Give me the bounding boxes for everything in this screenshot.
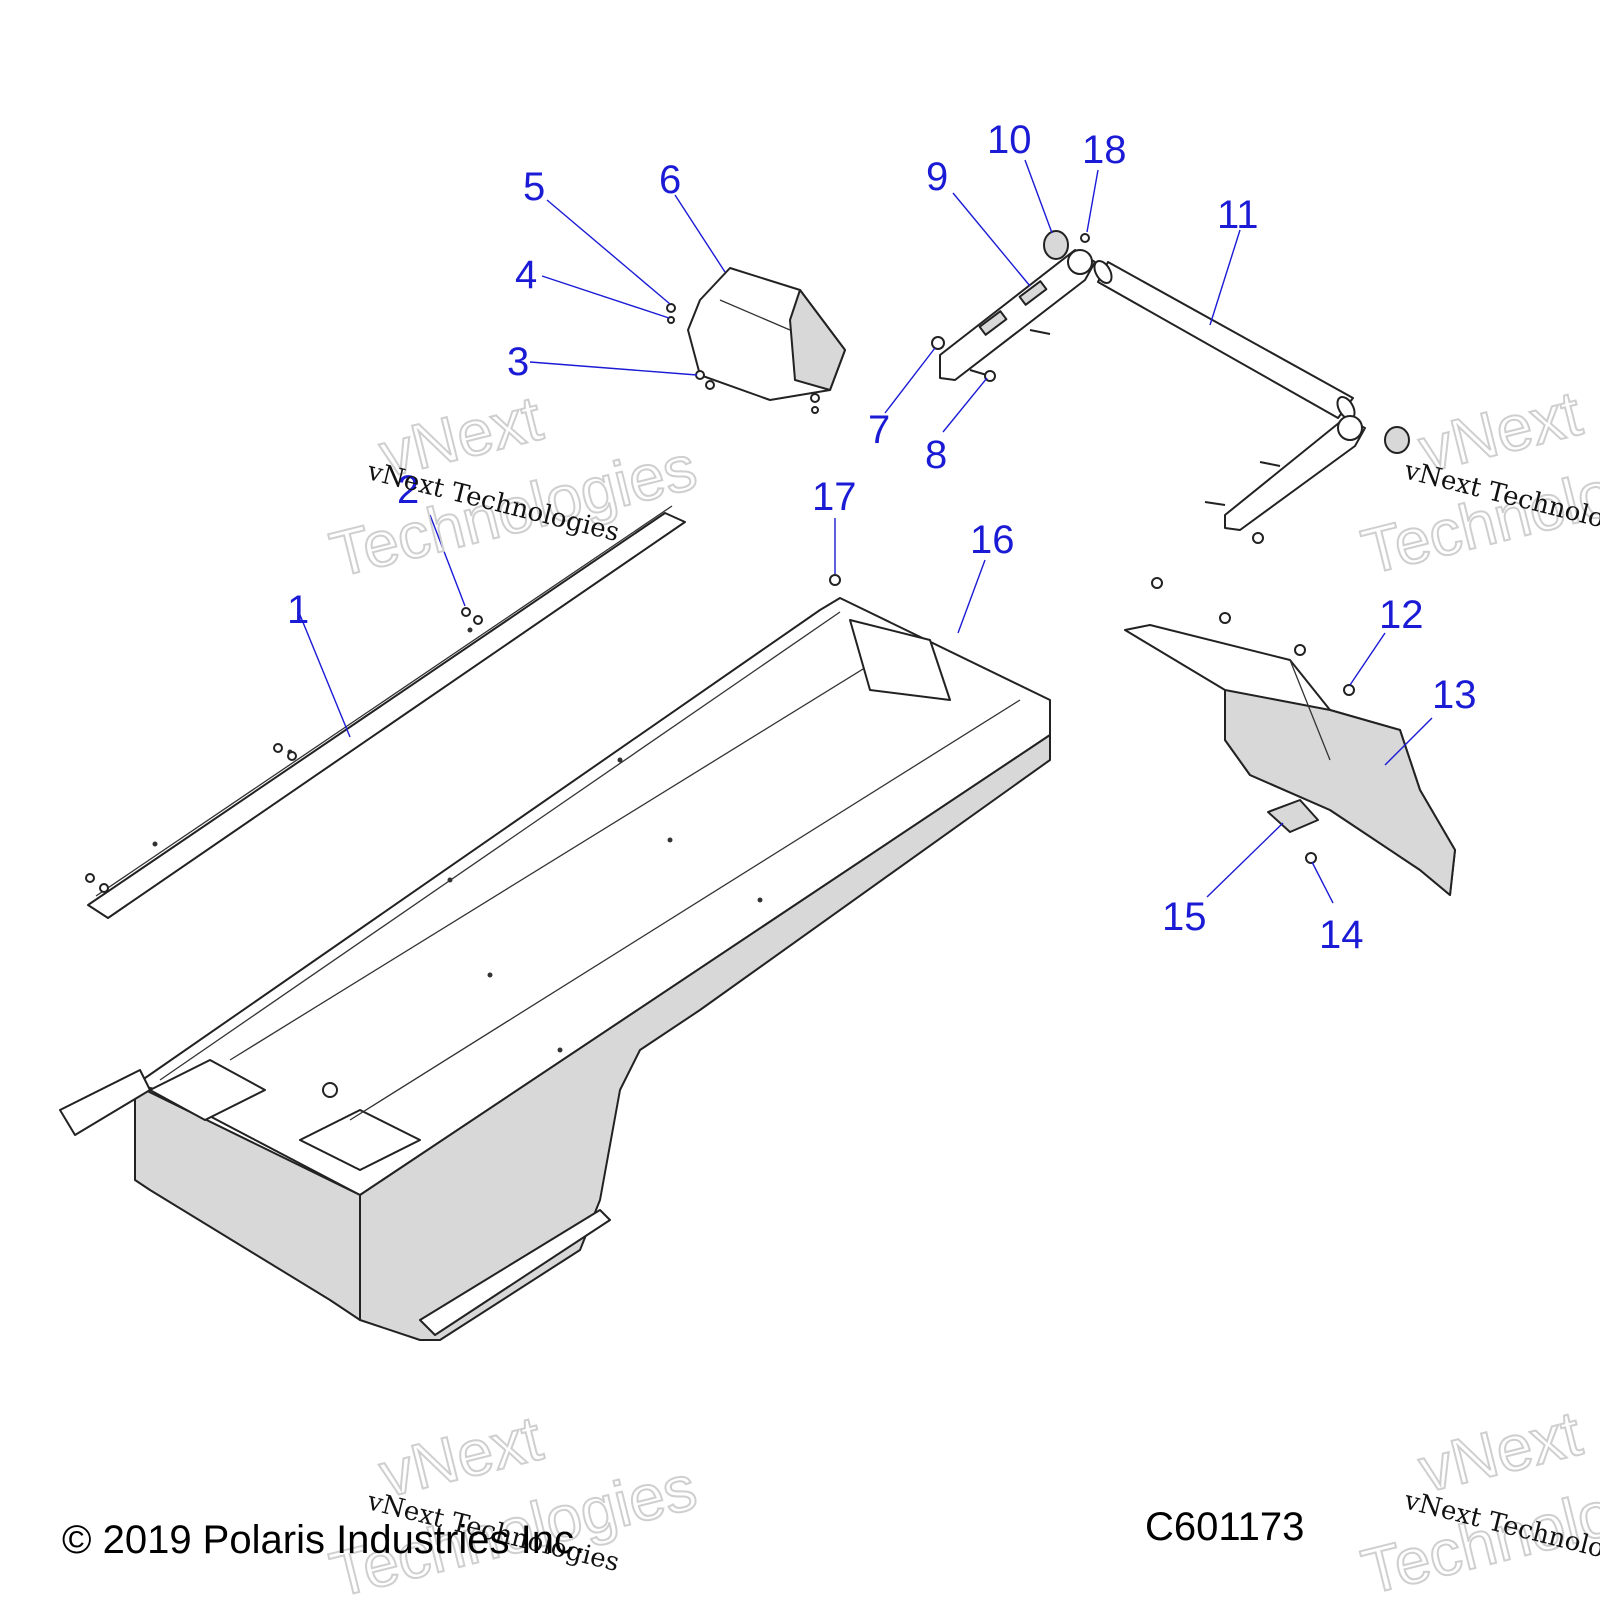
leader-2	[429, 514, 466, 607]
callout-5: 5	[523, 165, 545, 209]
leader-16	[957, 559, 986, 634]
callout-18: 18	[1082, 128, 1127, 172]
callout-10: 10	[987, 118, 1032, 162]
leader-10	[1024, 159, 1053, 234]
callout-3: 3	[507, 340, 529, 384]
leader-8	[942, 377, 988, 433]
leader-6	[674, 194, 726, 273]
callout-13: 13	[1432, 673, 1477, 717]
part-9-arm-lower	[1204, 415, 1410, 544]
part-18-screw	[1080, 233, 1090, 243]
callout-11: 11	[1217, 193, 1259, 237]
leader-11	[1209, 229, 1241, 326]
part-17-screw	[829, 574, 841, 586]
part-2-bolts	[85, 607, 483, 893]
leader-18	[1086, 169, 1099, 233]
watermark-top-left: vNext Technologies	[322, 381, 704, 592]
callout-12: 12	[1379, 593, 1424, 637]
leader-4	[541, 275, 670, 319]
leader-14	[1311, 861, 1334, 904]
callout-4: 4	[515, 253, 537, 297]
callout-17: 17	[812, 475, 857, 519]
leader-3	[529, 361, 698, 376]
figure-code: C601173	[1145, 1505, 1304, 1549]
part-14-pushpin	[1305, 852, 1317, 864]
part-8-bolt	[969, 329, 1051, 382]
part-1-rail	[87, 505, 686, 919]
callout-9: 9	[926, 155, 948, 199]
watermark-top-right: vNext Technologies	[1354, 376, 1600, 589]
callout-6: 6	[659, 158, 681, 202]
part-10-cap	[1043, 230, 1069, 260]
callout-1: 1	[287, 588, 309, 632]
leader-lines	[299, 159, 1433, 904]
callout-14: 14	[1319, 913, 1364, 957]
parts-3-4-5-fasteners	[666, 303, 820, 414]
callout-15: 15	[1162, 895, 1207, 939]
leader-12	[1349, 632, 1386, 686]
callout-8: 8	[925, 433, 947, 477]
leader-1	[299, 614, 351, 738]
leader-9	[952, 192, 1031, 287]
leader-13	[1384, 717, 1433, 766]
watermark-bottom-right: vNext Technologies	[1354, 1396, 1600, 1600]
leader-15	[1206, 822, 1284, 898]
part-9-arm	[939, 249, 1096, 381]
callout-2: 2	[397, 468, 419, 512]
callout-16: 16	[970, 518, 1015, 562]
leader-7	[884, 347, 936, 414]
part-16-tunnel	[59, 597, 1051, 1341]
part-6-guard	[687, 267, 846, 401]
part-15-plate	[1267, 799, 1319, 833]
callout-7: 7	[868, 408, 890, 452]
copyright-text: © 2019 Polaris Industries Inc.	[62, 1518, 585, 1562]
part-13-flap	[1124, 624, 1456, 896]
part-7-nut	[931, 336, 945, 350]
part-11-tube	[1093, 260, 1356, 420]
callout-labels: 1 2 3 4 5 6 7 8 9 10 11 12 13 14 15 16 1…	[287, 118, 1477, 957]
watermark-bottom-left: vNext Technologies	[322, 1401, 704, 1600]
part-12-pushpins	[1151, 577, 1355, 696]
leader-5	[546, 199, 671, 305]
